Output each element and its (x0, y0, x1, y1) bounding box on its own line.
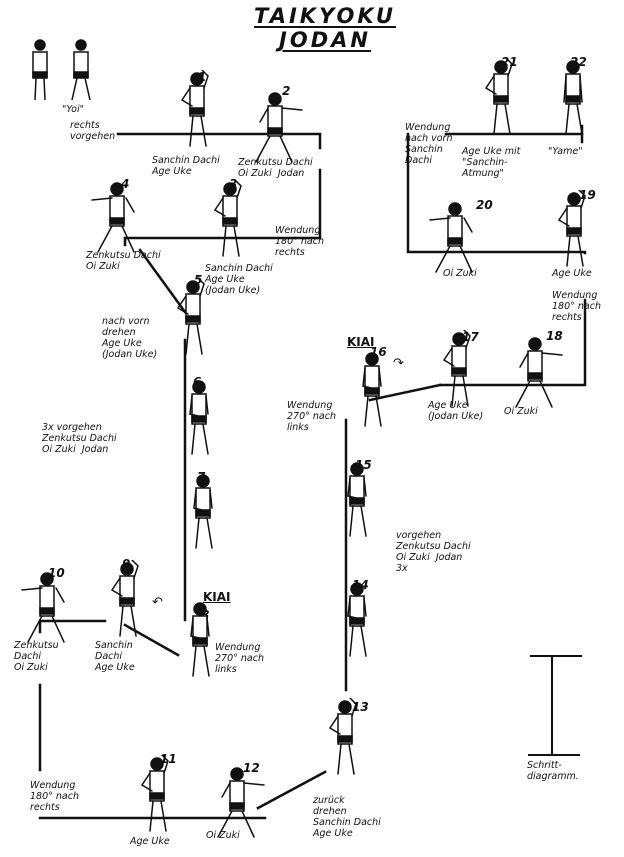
step-forward-label: rechts vorgehen (70, 120, 116, 142)
move-number-5: 5 (194, 273, 203, 287)
move-label-16: Wendung 270° nach links (287, 400, 336, 433)
move-number-2: 2 (282, 84, 291, 98)
move-label-17: Age Uke (Jodan Uke) (428, 400, 484, 422)
figure-move-14 (347, 582, 367, 657)
move-label-21: Age Uke mit "Sanchin- Atmung" (462, 146, 521, 179)
move-label-13: zurück drehen Sanchin Dachi Age Uke (313, 795, 381, 839)
note-turn-180-right-bottom: Wendung 180° nach rechts (30, 780, 79, 813)
move-number-18: 18 (546, 329, 563, 343)
figure-move-5 (176, 278, 205, 355)
move-label-2: Zenkutsu Dachi Oi Zuki Jodan (238, 157, 313, 179)
move-label-3: Sanchin Dachi Age Uke (Jodan Uke) (205, 263, 273, 296)
move-label-19: Age Uke (552, 268, 592, 279)
move-number-12: 12 (243, 761, 260, 775)
figure-move-16 (362, 352, 382, 427)
figure-move-12 (217, 767, 265, 838)
turn-arrow-icon: ↶ (152, 595, 163, 610)
path-4-to-5 (138, 248, 187, 314)
figure-move-15 (347, 462, 367, 537)
figure-move-3 (213, 180, 242, 257)
note-turn-front-sanchin: Wendung nach vorn Sanchin Dachi (405, 122, 453, 166)
step-diagram-legend-symbol (528, 655, 582, 756)
figure-move-2 (255, 92, 303, 163)
figure-move-17 (442, 330, 471, 407)
figure-yoi (71, 39, 91, 101)
move-label-4: Zenkutsu Dachi Oi Zuki (86, 250, 161, 272)
move-number-20: 20 (476, 198, 493, 212)
figure-move-7 (193, 474, 213, 549)
figure-move-8 (190, 602, 210, 677)
move-number-11: 11 (160, 752, 177, 766)
turn-arrow-icon: ↷ (393, 356, 404, 371)
move-label-12: Oi Zuki (206, 830, 240, 841)
move-number-4: 4 (121, 177, 130, 191)
figure-move-13 (328, 698, 357, 775)
move-number-8: 8 (201, 608, 210, 622)
kiai-label-8: KIAI (203, 590, 231, 604)
move-label-8: Wendung 270° nach links (215, 642, 264, 675)
figure-move-18 (515, 337, 563, 408)
move-label-1: Sanchin Dachi Age Uke (152, 155, 220, 177)
figure-move-20 (429, 202, 473, 273)
note-advance-left: 3x vorgehen Zenkutsu Dachi Oi Zuki Jodan (42, 422, 117, 455)
diagram-title: TAIKYOKU JODAN (254, 4, 396, 52)
figure-move-11 (140, 755, 169, 832)
path-8-to-9 (123, 623, 180, 657)
figure-move-1 (180, 70, 209, 147)
figure-move-22 (563, 60, 583, 135)
move-label-18: Oi Zuki (504, 406, 538, 417)
figure-move-4 (91, 182, 135, 253)
move-label-20: Oi Zuki (443, 268, 477, 279)
figure-move-6 (189, 380, 209, 455)
kiai-label-16: KIAI (347, 335, 375, 349)
move-label-5: nach vorn drehen Age Uke (Jodan Uke) (102, 316, 158, 360)
figure-move-19 (557, 190, 586, 267)
figure-move-10 (21, 572, 65, 643)
figure-move-9 (110, 560, 139, 637)
path-19-20-row (406, 132, 587, 255)
move-label-22: "Yame" (548, 146, 583, 157)
figure-ready-stance (32, 39, 48, 101)
move-label-10: Zenkutsu Dachi Oi Zuki (14, 640, 59, 673)
path-12-to-13 (256, 770, 327, 810)
move-label-11: Age Uke (130, 836, 170, 847)
path-2-to-3 (123, 168, 322, 247)
yoi-label: "Yoi" (62, 104, 84, 115)
path-start-to-2 (116, 132, 322, 150)
note-advance-right: vorgehen Zenkutsu Dachi Oi Zuki Jodan 3x (396, 530, 471, 574)
path-16-to-17 (368, 383, 442, 402)
step-diagram-legend-label: Schritt- diagramm. (527, 760, 579, 782)
figure-move-21 (484, 58, 513, 135)
note-turn-180-right-19: Wendung 180° nach rechts (552, 290, 601, 323)
path-17-to-18 (438, 298, 587, 387)
move-label-9: Sanchin Dachi Age Uke (95, 640, 135, 673)
move-number-19: 19 (579, 188, 596, 202)
note-turn-180-right-top: Wendung 180° nach rechts (275, 225, 324, 258)
